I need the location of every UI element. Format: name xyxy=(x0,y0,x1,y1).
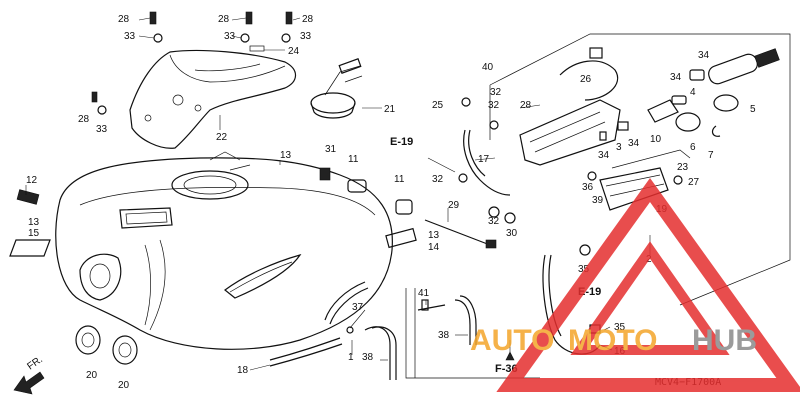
part-label-p33c: 33 xyxy=(300,31,312,42)
part-label-p35b: 35 xyxy=(614,322,626,333)
tank-cover xyxy=(129,49,297,149)
part-label-p17: 17 xyxy=(478,154,490,165)
fuel-lines xyxy=(269,129,601,380)
part-label-p34c: 34 xyxy=(598,150,610,161)
part-label-p24: 24 xyxy=(288,46,300,57)
part-label-p13a: 13 xyxy=(280,150,292,161)
part-label-p36: 36 xyxy=(582,182,594,193)
part-label-p39: 39 xyxy=(592,195,604,206)
part-label-p35a: 35 xyxy=(578,264,590,275)
part-label-p34b: 34 xyxy=(670,72,682,83)
part-label-p22: 22 xyxy=(216,132,228,143)
part-label-p29: 29 xyxy=(448,200,460,211)
part-label-p5: 5 xyxy=(750,104,756,115)
part-label-p32a: 32 xyxy=(490,87,502,98)
watermark-moto: MOTO xyxy=(568,324,657,357)
part-label-p40: 40 xyxy=(482,62,494,73)
part-label-p15: 15 xyxy=(28,228,40,239)
part-label-p12: 12 xyxy=(26,175,38,186)
part-label-p27: 27 xyxy=(688,177,700,188)
part-label-p23: 23 xyxy=(677,162,689,173)
part-label-p30: 30 xyxy=(506,228,518,239)
part-label-p6: 6 xyxy=(690,142,696,153)
part-label-p28d: 28 xyxy=(78,114,90,125)
part-label-p38a: 38 xyxy=(438,330,450,341)
part-label-p11a: 11 xyxy=(348,154,359,165)
watermark-logo: AUTO MOTO HUB xyxy=(470,177,800,392)
part-label-p33a: 33 xyxy=(124,31,136,42)
part-label-p10: 10 xyxy=(650,134,662,145)
part-label-p32b: 32 xyxy=(488,100,500,111)
part-label-p11b: 11 xyxy=(394,174,405,185)
part-label-p18: 18 xyxy=(237,365,249,376)
part-label-p37: 37 xyxy=(352,302,364,313)
part-label-p20a: 20 xyxy=(86,370,98,381)
part-label-p13b: 13 xyxy=(428,230,440,241)
part-label-p31: 31 xyxy=(325,144,337,155)
part-label-p28e: 28 xyxy=(520,100,532,111)
watermark-auto: AUTO xyxy=(470,324,554,357)
part-label-p3: 3 xyxy=(616,142,622,153)
part-label-p33d: 33 xyxy=(96,124,108,135)
part-label-p4: 4 xyxy=(690,87,696,98)
ref-e19-top: E-19 xyxy=(390,136,413,148)
part-label-p41: 41 xyxy=(418,288,430,299)
part-label-p33b: 33 xyxy=(224,31,236,42)
f36-arrow xyxy=(505,351,515,361)
part-label-p28a: 28 xyxy=(118,14,130,25)
part-label-p26: 26 xyxy=(580,74,592,85)
part-label-p28c: 28 xyxy=(302,14,314,25)
part-label-p34d: 34 xyxy=(628,138,640,149)
fuel-filler-cap xyxy=(310,58,363,119)
part-label-p38b: 38 xyxy=(362,352,374,363)
part-label-p34a: 34 xyxy=(698,50,710,61)
part-label-p7: 7 xyxy=(708,150,714,161)
fuel-pump-assembly-box xyxy=(489,33,791,306)
part-label-p13c: 13 xyxy=(28,217,40,228)
front-arrow-label: FR. xyxy=(25,354,45,372)
part-label-p20b: 20 xyxy=(118,380,130,391)
part-label-p32d: 32 xyxy=(488,216,500,227)
watermark-triangle xyxy=(496,177,800,392)
part-label-p1: 1 xyxy=(348,352,354,363)
bolts-top xyxy=(91,11,293,115)
part-label-p28b: 28 xyxy=(218,14,230,25)
part-label-p32c: 32 xyxy=(432,174,444,185)
part-label-p14: 14 xyxy=(428,242,440,253)
leader-lines xyxy=(25,17,651,371)
small-parts xyxy=(9,97,601,365)
watermark-inner-triangle xyxy=(570,241,730,355)
watermark-hub: HUB xyxy=(692,324,757,357)
part-label-p25: 25 xyxy=(432,100,444,111)
part-label-p21: 21 xyxy=(384,104,396,115)
fuel-tank xyxy=(55,151,393,350)
front-arrow: FR. xyxy=(13,354,45,395)
